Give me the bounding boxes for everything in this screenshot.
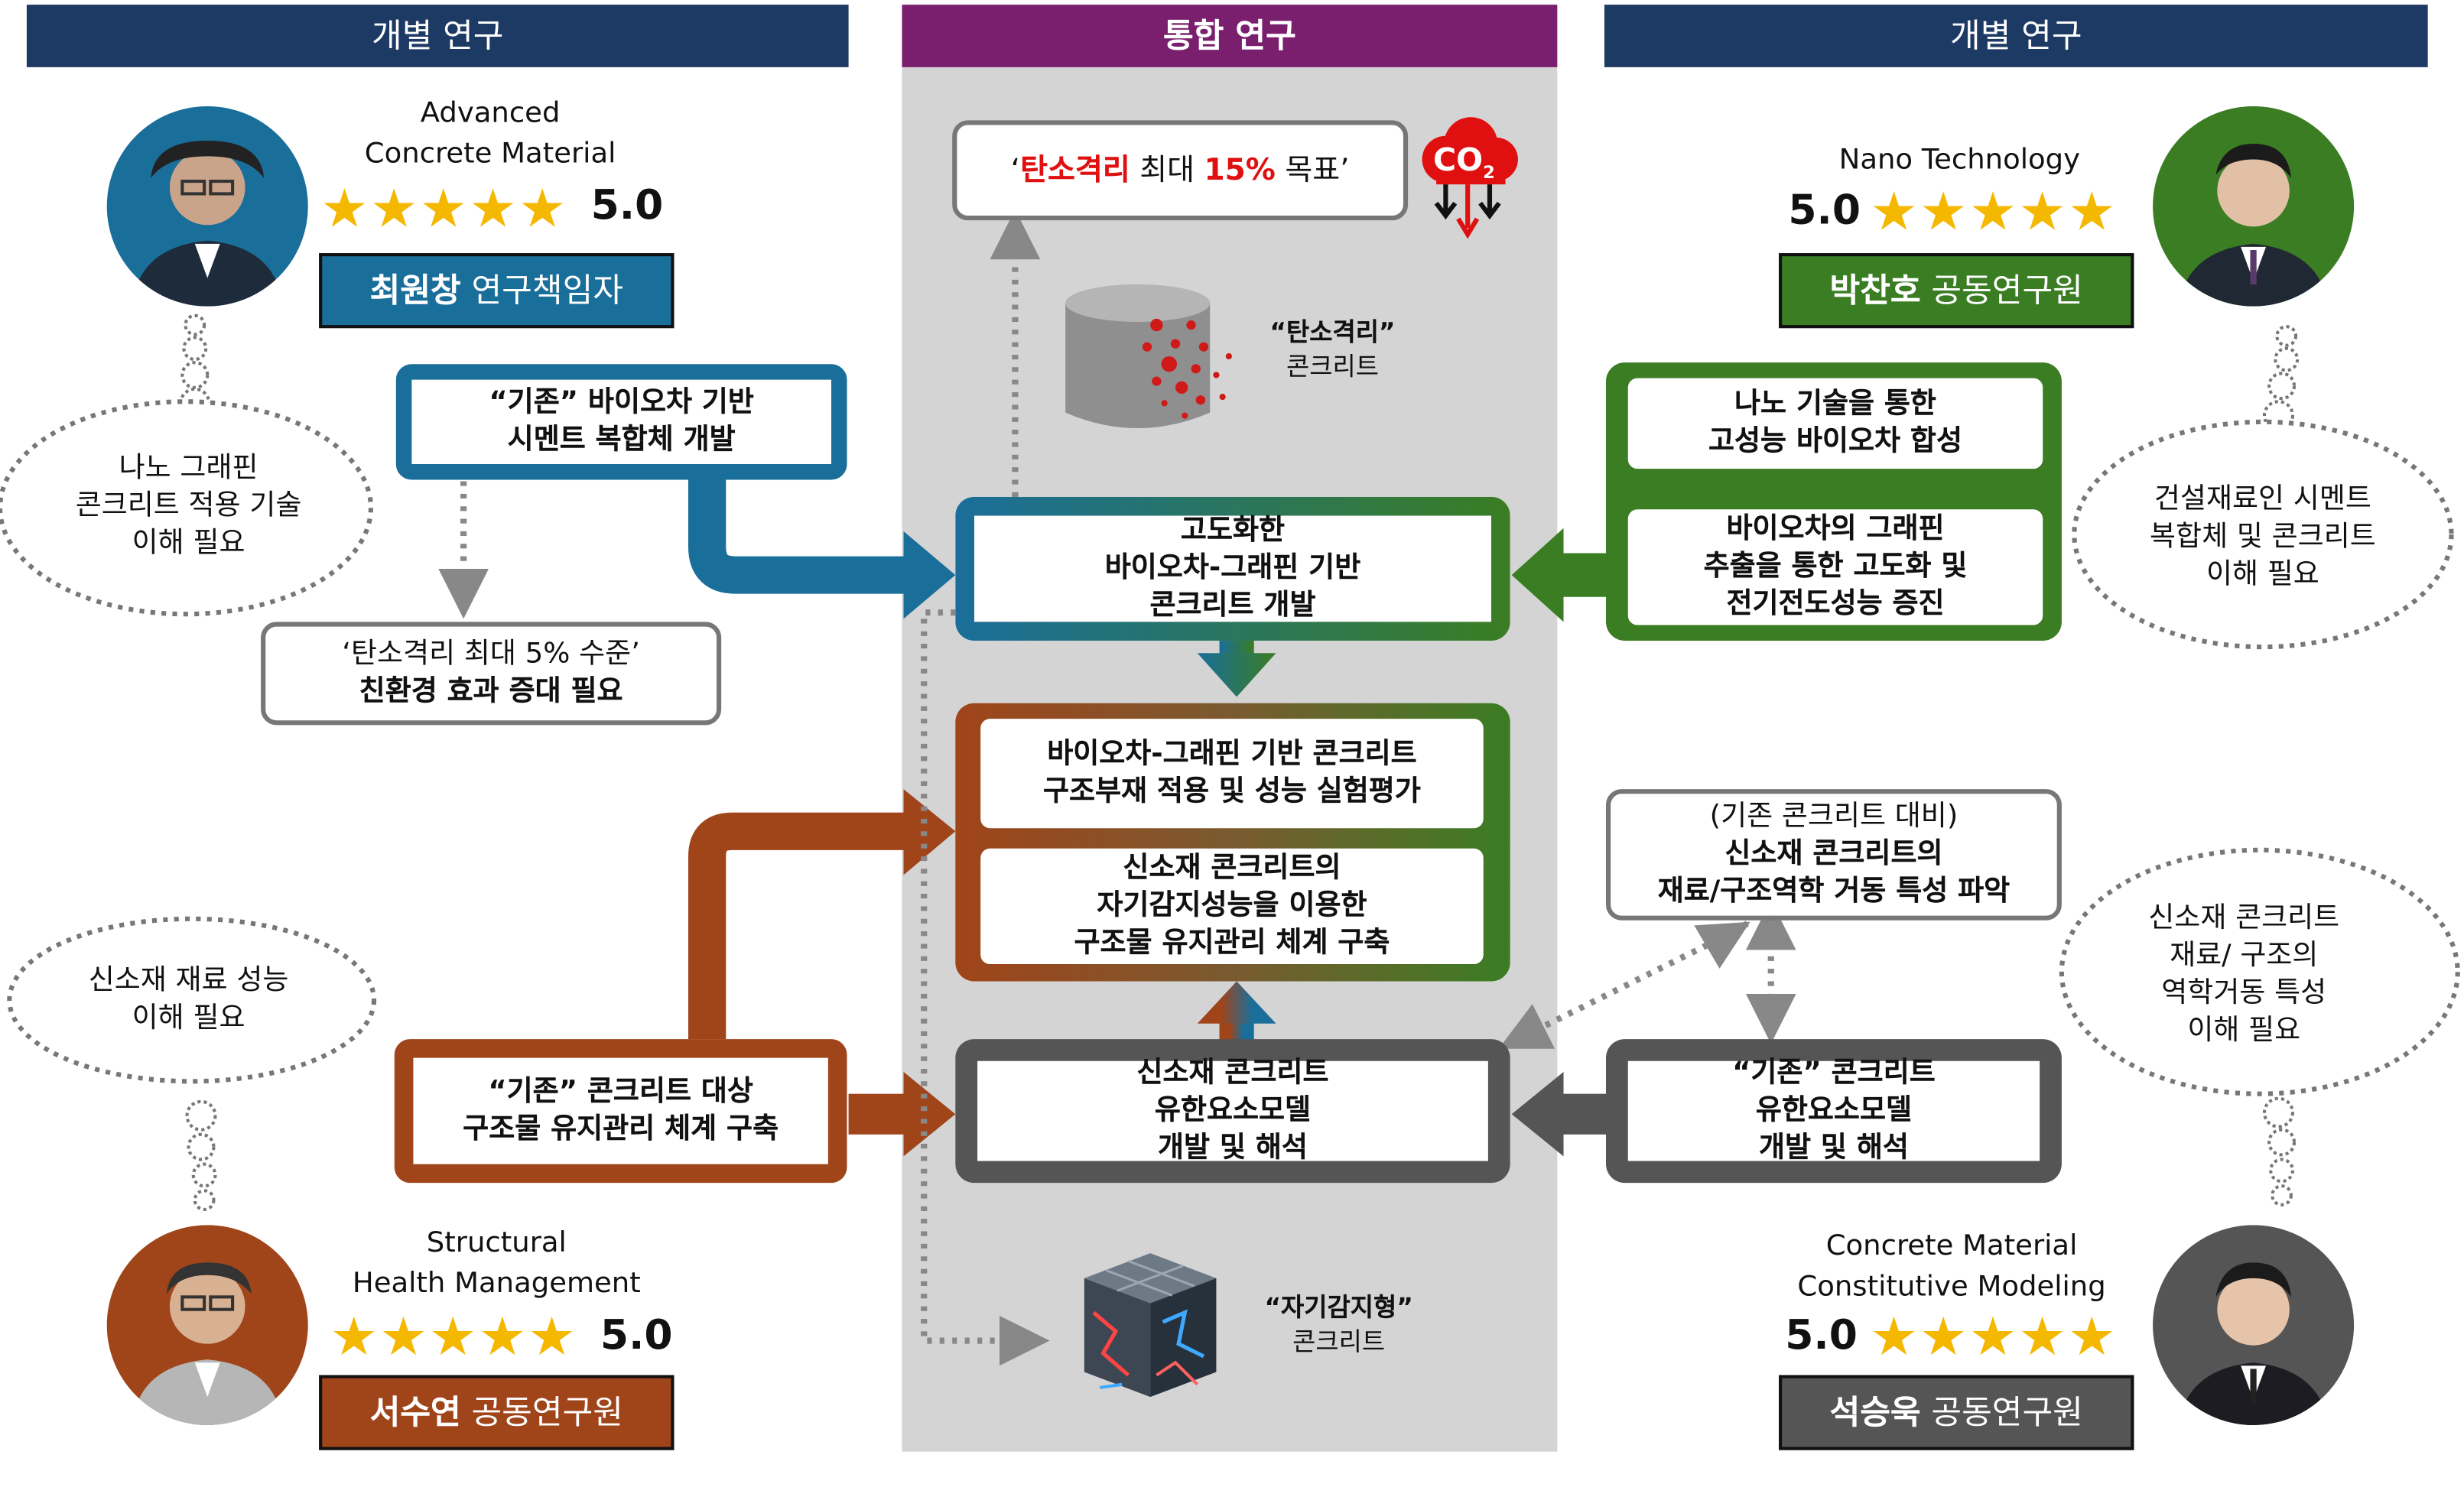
arrow-blue-to-advanced	[688, 469, 912, 594]
person-silhouette-icon	[2177, 1262, 2329, 1425]
person-silhouette-icon	[2177, 144, 2329, 307]
arrow-rust-shaft	[848, 1093, 912, 1135]
person-silhouette-icon	[132, 1262, 283, 1425]
cloud-top-left	[0, 399, 373, 617]
cloud-bottom-left	[7, 916, 377, 1084]
dotted-advanced-to-selfsensing-image	[921, 609, 1050, 1366]
carbon-target-box: ‘탄소격리 최대 15% 목표’	[952, 120, 1409, 221]
header-integrated-research: 통합 연구	[902, 5, 1558, 67]
avatar-seok	[2153, 1225, 2355, 1425]
arrowhead-blue	[903, 531, 956, 619]
score-park: 5.0	[1788, 187, 1861, 235]
self-sensing-concrete-caption: “자기감지형”콘크리트	[1264, 1292, 1413, 1357]
name-badge-seok: 석승욱 공동연구원	[1779, 1375, 2134, 1450]
avatar-seo	[106, 1225, 308, 1425]
person-silhouette-icon	[132, 140, 283, 307]
arrowhead-rust	[903, 1072, 956, 1157]
score-choi: 5.0	[590, 183, 664, 230]
name-badge-seo: 서수연 공동연구원	[319, 1375, 675, 1450]
name-badge-park: 박찬호 공동연구원	[1779, 253, 2134, 329]
thought-trail-bottom-right	[2262, 1096, 2297, 1206]
five-percent-carbon-box: ‘탄소격리 최대 5% 수준’친환경 효과 증대 필요	[261, 622, 722, 726]
arrow-rust-to-eval	[688, 812, 912, 1040]
dotted-compare-to-newfem-start	[1694, 921, 1750, 969]
rating-stars-choi: ★★★★★	[320, 177, 568, 241]
arrowhead-gray	[1511, 1072, 1564, 1157]
header-individual-research-left: 개별 연구	[26, 5, 849, 67]
arrowhead-down	[1197, 653, 1276, 697]
score-seo: 5.0	[600, 1312, 673, 1360]
carbon-concrete-caption: “탄소격리”콘크리트	[1269, 317, 1396, 382]
cloud-top-right	[2072, 419, 2454, 650]
dotted-compare-to-newfem	[1498, 925, 1743, 1049]
rating-stars-seok: ★★★★★	[1870, 1306, 2118, 1369]
arrowhead-up	[1197, 981, 1276, 1024]
field-park: Nano Technology	[1838, 144, 2081, 177]
arrowhead-rust-up	[903, 789, 956, 875]
self-sensing-concrete-image	[1053, 1235, 1238, 1419]
arrowhead-green	[1511, 528, 1564, 622]
rating-stars-seo: ★★★★★	[330, 1306, 577, 1369]
thought-trail-top-right	[2262, 325, 2300, 432]
cloud-bottom-right	[2059, 847, 2460, 1096]
header-individual-research-right: 개별 연구	[1604, 5, 2428, 67]
name-badge-choi: 최원창 연구책임자	[319, 253, 675, 329]
score-seok: 5.0	[1785, 1312, 1858, 1360]
carbon-concrete-image	[1046, 278, 1247, 450]
avatar-choi	[106, 106, 308, 307]
avatar-park	[2153, 106, 2355, 307]
rating-stars-park: ★★★★★	[1870, 181, 2118, 244]
co2-emission-icon: CO2	[1414, 112, 1524, 244]
thought-trail-bottom-left	[185, 1099, 217, 1211]
